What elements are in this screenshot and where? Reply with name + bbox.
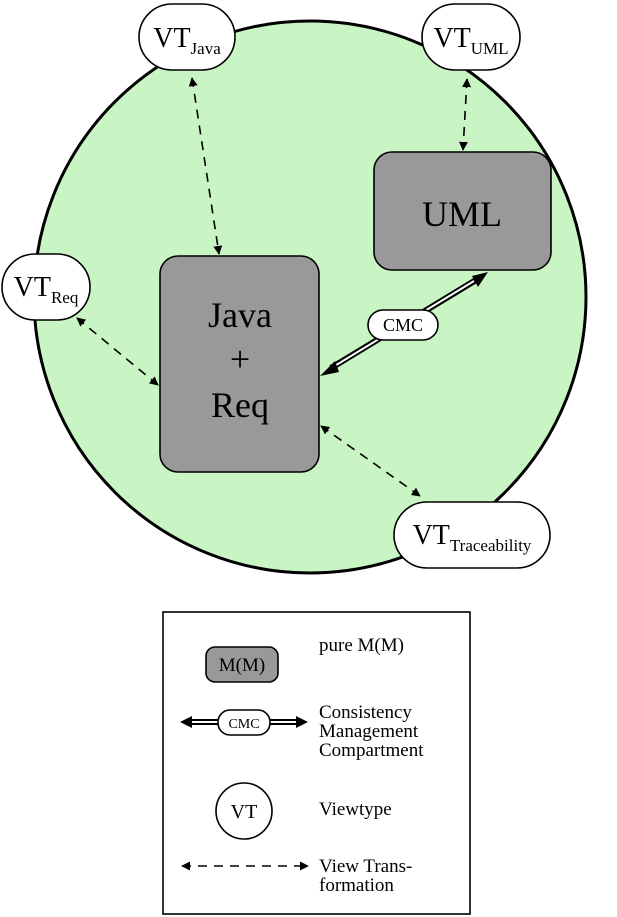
- legend-mm-swatch: [205, 646, 279, 683]
- svg-text:VTTraceability: VTTraceability: [413, 520, 532, 555]
- svg-text:VTUML: VTUML: [433, 23, 508, 58]
- uml-model-label: UML: [422, 194, 502, 234]
- legend: M(M) pure M(M) CMC Consistency Managemen…: [162, 611, 471, 915]
- legend-vt-box-label: VT: [231, 801, 258, 823]
- cmc-node: CMC: [367, 309, 439, 341]
- legend-mm-box-label: M(M): [219, 655, 265, 676]
- transform-uml-link: [458, 78, 472, 151]
- vt-uml-sub: UML: [471, 39, 509, 58]
- svg-text:VTReq: VTReq: [14, 272, 79, 307]
- legend-vt-swatch: [215, 782, 273, 840]
- vt-java-node: VTJava: [138, 3, 236, 71]
- legend-cmc-box-label: CMC: [228, 717, 259, 732]
- cmc-label: CMC: [383, 315, 423, 335]
- vt-req-node: VTReq: [1, 253, 91, 321]
- vt-traceability-node: VTTraceability: [393, 501, 551, 569]
- transform-java-link: [188, 77, 223, 255]
- vt-traceability-sub: Traceability: [450, 536, 532, 555]
- vt-java-sub: Java: [191, 39, 222, 58]
- java-req-model-box: Java + Req: [159, 255, 320, 473]
- vt-req-base: VT: [14, 272, 51, 303]
- transform-traceability-link: [320, 425, 421, 497]
- java-req-line1: Java: [208, 295, 272, 335]
- vt-uml-node: VTUML: [421, 3, 521, 71]
- vt-java-base: VT: [153, 23, 190, 54]
- legend-cmc-swatch: [217, 709, 271, 736]
- transform-req-link: [76, 317, 159, 386]
- legend-transform-text-2: formation: [319, 875, 394, 896]
- vt-uml-base: VT: [433, 23, 470, 54]
- java-req-line3: Req: [211, 385, 269, 425]
- vt-traceability-base: VT: [413, 520, 450, 551]
- legend-vt-text: Viewtype: [319, 799, 392, 820]
- legend-cmc-text-3: Compartment: [319, 740, 424, 761]
- legend-cmc-text-2: Management: [319, 721, 419, 742]
- legend-cmc-text-1: Consistency: [319, 702, 412, 723]
- legend-transform-text-1: View Trans-: [319, 856, 412, 877]
- svg-text:VTJava: VTJava: [153, 23, 221, 58]
- legend-mm-text: pure M(M): [319, 635, 404, 656]
- uml-model-box: UML: [373, 151, 552, 271]
- java-req-line2: +: [230, 339, 250, 379]
- vt-req-sub: Req: [51, 288, 79, 307]
